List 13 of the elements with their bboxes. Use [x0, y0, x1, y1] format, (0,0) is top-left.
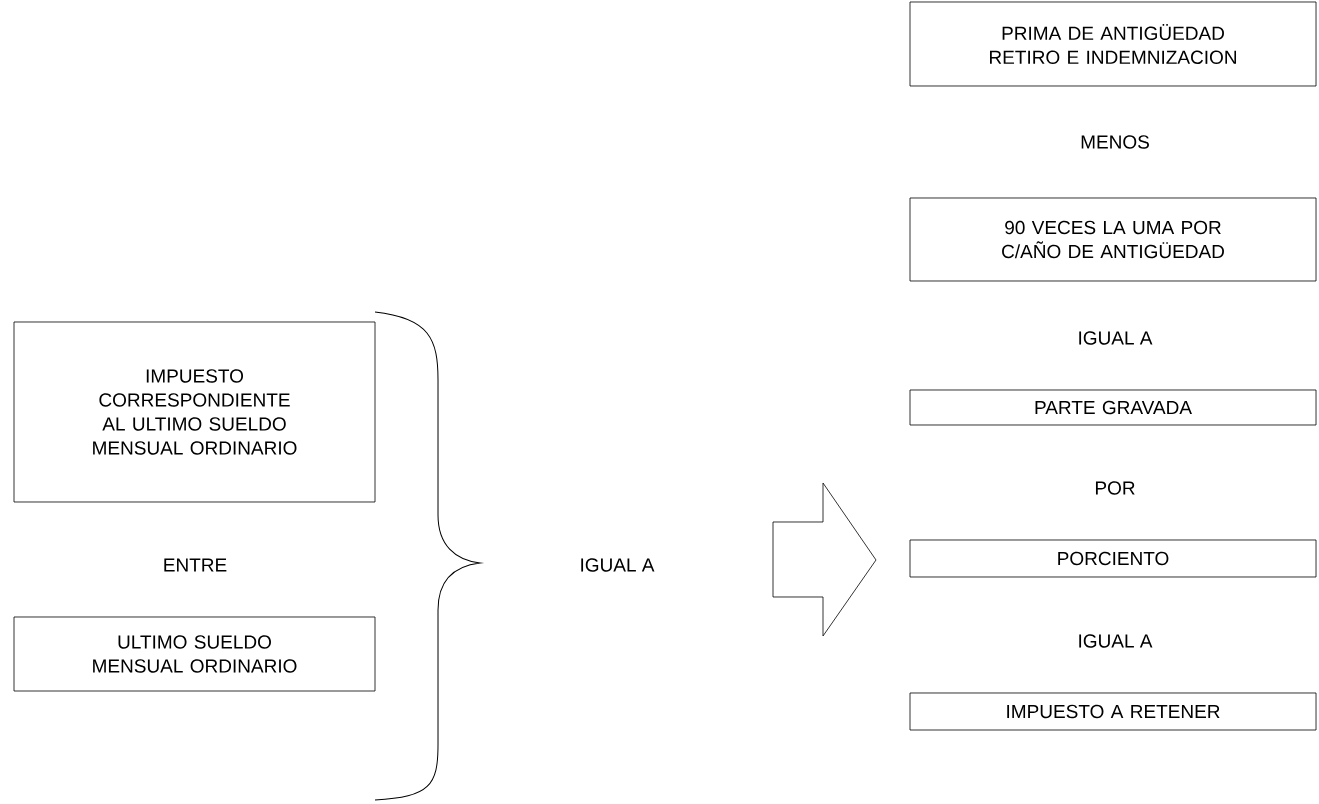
operator-label: IGUAL A: [1079, 331, 1153, 345]
text-box: 90 VECES LA UMA POR C/AÑO DE ANTIGÜEDAD: [909, 197, 1317, 282]
operator-label: ENTRE: [164, 558, 227, 572]
operator-label: POR: [1096, 481, 1135, 495]
operator-label: IGUAL A: [581, 558, 655, 572]
text-box: IMPUESTO A RETENER: [909, 692, 1317, 731]
text-box: PRIMA DE ANTIGÜEDAD RETIRO E INDEMNIZACION: [909, 1, 1317, 87]
text-box: IMPUESTO CORRESPONDIENTE AL ULTIMO SUELDO MENSUAL ORDINARIO: [13, 321, 376, 503]
operator-label: IGUAL A: [1079, 634, 1153, 648]
text-box: PARTE GRAVADA: [909, 389, 1317, 426]
text-box: ULTIMO SUELDO MENSUAL ORDINARIO: [13, 616, 376, 692]
text-box: PORCIENTO: [909, 539, 1317, 578]
operator-label: MENOS: [1081, 135, 1149, 149]
